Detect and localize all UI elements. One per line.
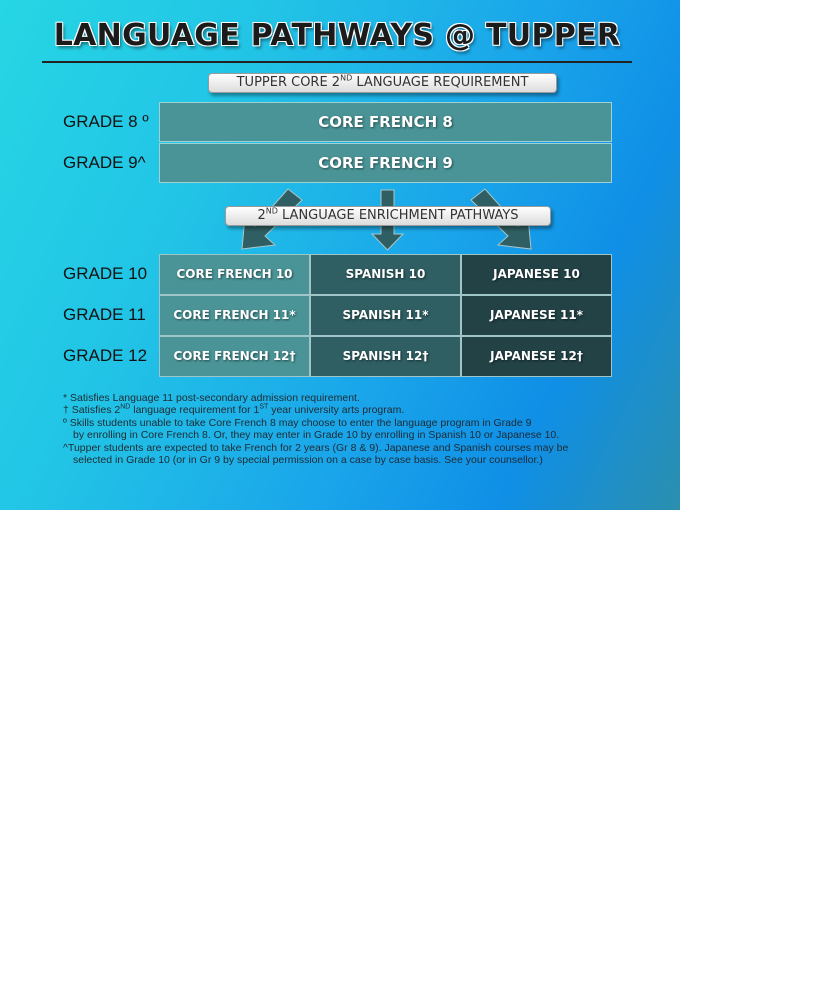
pathways-slide: LANGUAGE PATHWAYS @ TUPPER TUPPER CORE 2…: [0, 0, 680, 510]
core-french-8-box: CORE FRENCH 8: [159, 102, 612, 142]
footnote-french-line-1: ^Tupper students are expected to take Fr…: [63, 441, 569, 454]
footnote-french-line-2: selected in Grade 10 (or in Gr 9 by spec…: [73, 454, 543, 467]
grade-10-label: GRADE 10: [63, 264, 148, 283]
japanese-10-cell: JAPANESE 10: [461, 254, 612, 295]
footnote-arts-text-c: year university arts program.: [268, 404, 405, 417]
grade-8-text: GRADE 8: [63, 112, 143, 131]
enrichment-banner-sup: ND: [265, 206, 278, 216]
footnote-arts-sup-2: ST: [259, 403, 269, 411]
grade-8-mark: º: [142, 112, 149, 131]
grade-9-label: GRADE 9^: [63, 153, 146, 173]
requirement-banner-sup: ND: [340, 73, 353, 83]
enrichment-banner-prefix: 2: [257, 208, 266, 223]
requirement-banner-prefix: TUPPER CORE 2: [236, 75, 341, 90]
requirement-banner: TUPPER CORE 2ND LANGUAGE REQUIREMENT: [208, 73, 557, 93]
core-french-11-cell: CORE FRENCH 11*: [159, 295, 310, 336]
footnote-skills-line-2: by enrolling in Core French 8. Or, they …: [73, 429, 560, 442]
grade-9-text: GRADE 9: [63, 153, 138, 172]
footnote-arts-text-a: † Satisfies 2: [63, 404, 121, 417]
grade-11-label: GRADE 11: [63, 305, 146, 324]
japanese-12-cell: JAPANESE 12†: [461, 336, 612, 377]
japanese-11-cell: JAPANESE 11*: [461, 295, 612, 336]
title-underline: [42, 61, 632, 63]
grade-8-label: GRADE 8 º: [63, 112, 149, 132]
requirement-banner-suffix: LANGUAGE REQUIREMENT: [352, 75, 529, 90]
spanish-12-cell: SPANISH 12†: [310, 336, 461, 377]
footnote-arts-program: † Satisfies 2ND language requirement for…: [63, 403, 663, 417]
enrichment-banner-suffix: LANGUAGE ENRICHMENT PATHWAYS: [277, 208, 519, 223]
spanish-11-cell: SPANISH 11*: [310, 295, 461, 336]
grade-12-label: GRADE 12: [63, 346, 148, 365]
footnote-arts-sup-1: ND: [120, 403, 131, 411]
enrichment-banner: 2ND LANGUAGE ENRICHMENT PATHWAYS: [225, 206, 551, 226]
core-french-9-box: CORE FRENCH 9: [159, 143, 612, 183]
core-french-12-cell: CORE FRENCH 12†: [159, 336, 310, 377]
core-french-10-cell: CORE FRENCH 10: [159, 254, 310, 295]
spanish-10-cell: SPANISH 10: [310, 254, 461, 295]
footnote-arts-text-b: language requirement for 1: [130, 404, 260, 417]
page-title: LANGUAGE PATHWAYS @ TUPPER: [53, 18, 621, 53]
grade-9-mark: ^: [137, 153, 146, 172]
footnote-language-11: * Satisfies Language 11 post-secondary a…: [63, 392, 360, 404]
footnote-skills-line-1: º Skills students unable to take Core Fr…: [63, 416, 532, 429]
footnotes: * Satisfies Language 11 post-secondary a…: [63, 392, 663, 466]
